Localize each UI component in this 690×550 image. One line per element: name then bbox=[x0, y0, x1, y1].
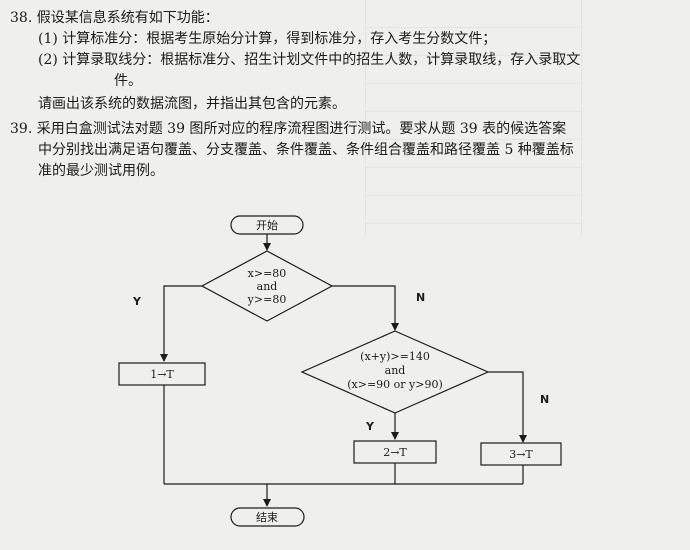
q38-intro: 38. 假设某信息系统有如下功能： bbox=[10, 10, 219, 26]
decision-2-line-3: (x>=90 or y>90) bbox=[347, 378, 443, 391]
no-label-2: N bbox=[540, 393, 549, 406]
end-terminal bbox=[230, 507, 305, 527]
decision-1-line-2: and bbox=[257, 280, 278, 293]
decision-1-diamond bbox=[200, 250, 334, 322]
decision-2-line-2: and bbox=[385, 364, 406, 377]
q39-line-1: 39. 采用白盒测试法对题 39 图所对应的程序流程图进行测试。要求从题 39 … bbox=[10, 121, 567, 137]
decision-1-line-3: y>=80 bbox=[247, 293, 287, 306]
end-label: 结束 bbox=[256, 511, 278, 524]
decision-2-line-1: (x+y)>=140 bbox=[360, 350, 430, 363]
q38-item-1: (1) 计算标准分：根据考生原始分计算，得到标准分，存入考生分数文件； bbox=[38, 31, 497, 47]
question-text: 38. 假设某信息系统有如下功能： (1) 计算标准分：根据考生原始分计算，得到… bbox=[10, 8, 680, 182]
box-2-label: 2→T bbox=[383, 446, 407, 459]
q39-line-3: 准的最少测试用例。 bbox=[38, 163, 164, 179]
q38-item-2: (2) 计算录取线分：根据标准分、招生计划文件中的招生人数，计算录取线，存入录取… bbox=[38, 52, 581, 68]
decision-1-line-1: x>=80 bbox=[248, 267, 287, 280]
q38-task: 请画出该系统的数据流图，并指出其包含的元素。 bbox=[38, 96, 346, 112]
q38-item-2-continued: 件。 bbox=[114, 73, 142, 89]
no-label-1: N bbox=[416, 291, 425, 304]
process-box-3 bbox=[480, 442, 562, 466]
process-box-1 bbox=[118, 362, 206, 386]
yes-label-2: Y bbox=[365, 420, 375, 433]
q39-line-2: 中分别找出满足语句覆盖、分支覆盖、条件覆盖、条件组合覆盖和路径覆盖 5 种覆盖标 bbox=[38, 142, 574, 158]
box-1-label: 1→T bbox=[150, 368, 174, 381]
faded-background-table bbox=[365, 0, 582, 235]
yes-label-1: Y bbox=[132, 295, 142, 308]
box-3-label: 3→T bbox=[509, 448, 533, 461]
start-label: 开始 bbox=[256, 218, 278, 232]
